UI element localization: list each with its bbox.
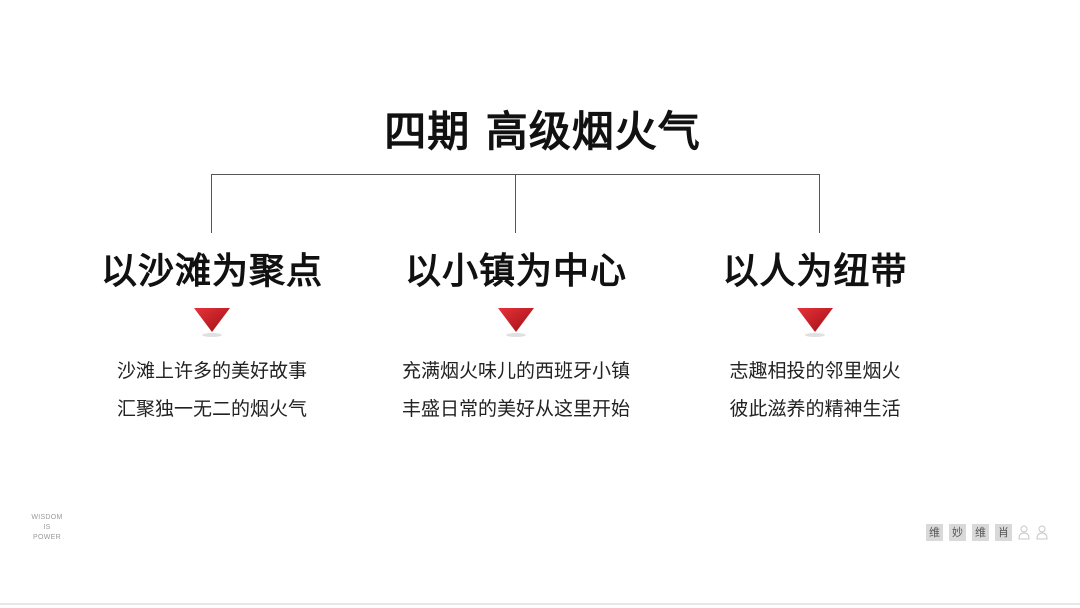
watermark-line: POWER — [33, 534, 61, 541]
description-line: 彼此滋养的精神生活 — [729, 398, 901, 420]
branch-heading: 以人为纽带 — [722, 251, 908, 292]
triangle-marker-icon — [797, 308, 833, 337]
brand-char: 维 — [972, 524, 989, 541]
brand-char: 维 — [926, 524, 943, 541]
watermark-line: WISDOM — [31, 514, 63, 521]
branch-heading: 以小镇为中心 — [404, 251, 627, 292]
description-line: 汇聚独一无二的烟火气 — [116, 398, 307, 420]
description-line: 丰盛日常的美好从这里开始 — [401, 398, 630, 420]
watermark-line: IS — [43, 524, 51, 531]
connector-vertical-middle — [515, 174, 516, 233]
branch-description: 沙滩上许多的美好故事 汇聚独一无二的烟火气 — [52, 352, 372, 428]
description-line: 沙滩上许多的美好故事 — [116, 360, 307, 382]
diagram-title: 四期 高级烟火气 — [384, 107, 701, 156]
branch-heading: 以沙滩为聚点 — [100, 251, 323, 292]
description-line: 志趣相投的邻里烟火 — [729, 360, 901, 382]
connector-vertical-right — [819, 174, 820, 233]
person-icon — [1036, 525, 1048, 540]
branch-description: 充满烟火味儿的西班牙小镇 丰盛日常的美好从这里开始 — [356, 352, 676, 428]
brand-logo: 维 妙 维 肖 — [926, 524, 1048, 541]
wisdom-watermark: WISDOM IS POWER — [24, 513, 70, 543]
brand-char: 妙 — [949, 524, 966, 541]
description-line: 充满烟火味儿的西班牙小镇 — [401, 360, 630, 382]
brand-char: 肖 — [995, 524, 1012, 541]
triangle-marker-icon — [194, 308, 230, 337]
connector-vertical-left — [211, 174, 212, 233]
triangle-marker-icon — [498, 308, 534, 337]
branch-description: 志趣相投的邻里烟火 彼此滋养的精神生活 — [655, 352, 975, 428]
person-icon — [1018, 525, 1030, 540]
bottom-divider — [0, 603, 1080, 605]
